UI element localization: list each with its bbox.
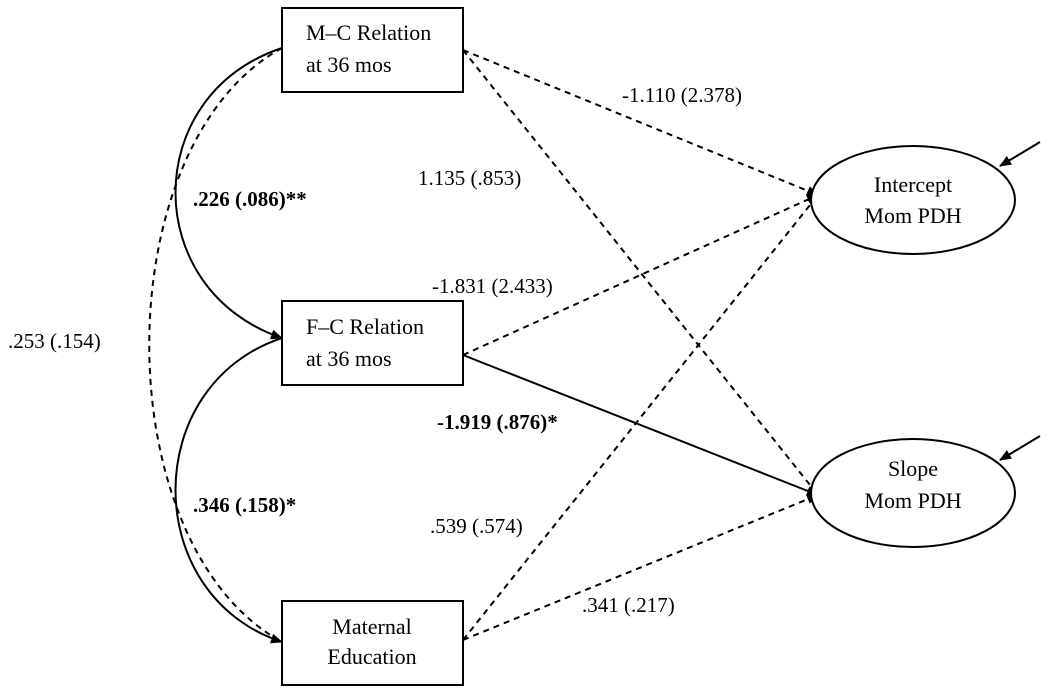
node-slope-line1: Slope	[888, 456, 938, 481]
coef-mc-slope: 1.135 (.853)	[418, 166, 521, 190]
cov-mc-fc: .226 (.086)**	[193, 187, 307, 211]
residual-arrow-slope	[999, 435, 1041, 461]
node-me-line1: Maternal	[332, 614, 411, 639]
coef-mc-intercept: -1.110 (2.378)	[622, 83, 742, 107]
node-intercept-line1: Intercept	[874, 172, 952, 197]
path-mc-intercept	[462, 49, 819, 196]
coef-me-intercept: .539 (.574)	[430, 514, 523, 538]
node-slope-mom-pdh: Slope Mom PDH	[810, 438, 1016, 548]
cov-fc-me: .346 (.158)*	[193, 493, 296, 517]
coef-fc-slope: -1.919 (.876)*	[437, 410, 558, 434]
node-slope-line2: Mom PDH	[864, 488, 961, 513]
covariance-curve-fc-me	[174, 329, 295, 644]
node-maternal-education: Maternal Education	[281, 600, 464, 686]
node-mc-relation: M–C Relation at 36 mos	[281, 7, 464, 93]
path-fc-slope	[462, 354, 819, 496]
node-mc-line2: at 36 mos	[306, 52, 392, 77]
node-fc-line2: at 36 mos	[306, 346, 392, 371]
cov-mc-me: .253 (.154)	[8, 329, 101, 353]
path-mc-slope	[462, 49, 819, 496]
residual-arrow-intercept	[999, 141, 1041, 167]
node-intercept-line2: Mom PDH	[864, 203, 961, 228]
coef-fc-intercept: -1.831 (2.433)	[432, 274, 553, 298]
node-mc-line1: M–C Relation	[306, 20, 431, 45]
covariance-curve-mc-fc	[174, 39, 295, 340]
path-me-slope	[462, 494, 819, 641]
node-fc-relation: F–C Relation at 36 mos	[281, 300, 464, 386]
node-me-line2: Education	[327, 644, 416, 669]
coef-me-slope: .341 (.217)	[582, 593, 675, 617]
node-intercept-mom-pdh: Intercept Mom PDH	[810, 145, 1016, 255]
path-me-intercept	[462, 194, 819, 641]
covariance-curve-mc-me	[148, 47, 283, 643]
node-fc-line1: F–C Relation	[306, 314, 424, 339]
path-fc-intercept	[462, 194, 819, 356]
